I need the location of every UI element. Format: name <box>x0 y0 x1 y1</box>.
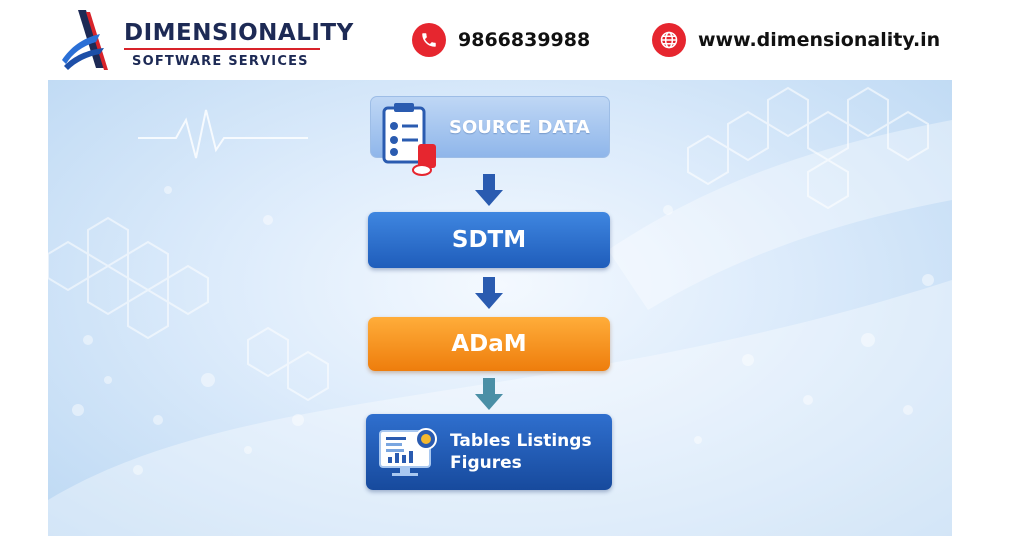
molecule-background <box>48 86 952 536</box>
adam-box: ADaM <box>368 317 610 371</box>
arrow-source-to-sdtm <box>475 174 503 206</box>
logo-mark-icon <box>62 10 108 70</box>
flow-banner: SOURCE DATA SDTM ADaM Tables Listings Fi… <box>48 80 952 536</box>
tlf-label-line2: Figures <box>450 453 522 473</box>
clipboard-icon <box>382 103 436 176</box>
website-url: www.dimensionality.in <box>698 29 941 51</box>
company-logo[interactable]: DIMENSIONALITY SOFTWARE SERVICES <box>60 8 353 72</box>
header: DIMENSIONALITY SOFTWARE SERVICES 9866839… <box>0 0 1024 80</box>
phone-number: 9866839988 <box>458 29 591 51</box>
website-contact[interactable]: www.dimensionality.in <box>652 22 940 58</box>
phone-contact[interactable]: 9866839988 <box>412 22 590 58</box>
report-monitor-icon <box>379 428 437 476</box>
sdtm-box: SDTM <box>368 212 610 268</box>
arrow-sdtm-to-adam <box>475 277 503 309</box>
phone-icon <box>412 23 446 57</box>
brand-divider <box>124 48 320 50</box>
brand-name: DIMENSIONALITY <box>124 20 354 46</box>
arrow-adam-to-tlf <box>475 378 503 410</box>
tlf-label-line1: Tables Listings <box>450 431 592 451</box>
brand-subtitle: SOFTWARE SERVICES <box>132 54 309 69</box>
globe-icon <box>652 23 686 57</box>
flow-arrows <box>475 174 503 410</box>
